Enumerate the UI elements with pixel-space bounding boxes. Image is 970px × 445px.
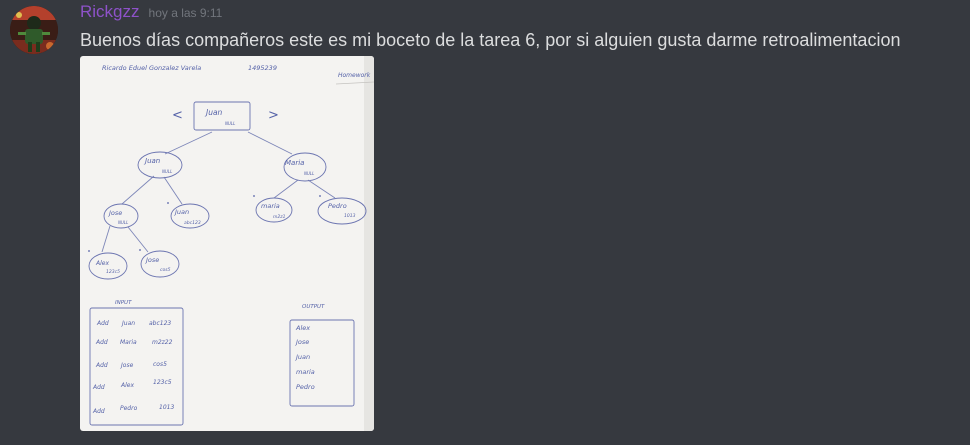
tree-node-right-right-value: 1013: [344, 213, 356, 219]
input-row-cmd: Add: [92, 384, 105, 391]
tree-node-leaf-left: [88, 252, 128, 280]
tree-node-left-value: NULL: [162, 169, 172, 174]
tree-node-leaf-right-name: Jose: [144, 256, 159, 264]
input-row-cmd: Add: [95, 339, 108, 346]
tree-node-right-left-name: maria: [261, 202, 280, 210]
sketch-nav-prev: <: [172, 108, 183, 123]
tree-node-root-name: Juan: [204, 108, 223, 117]
input-row-value: cos5: [153, 361, 167, 368]
sketch-input-box: [89, 307, 184, 426]
tree-node-left: [137, 151, 183, 179]
sketch-header-name: Ricardo Eduel Gonzalez Varela: [102, 64, 201, 72]
tree-node-root-value: NULL: [225, 121, 235, 126]
input-row-name: Pedro: [120, 405, 138, 412]
sketch-output-rows: Alex Jose Juan maria Pedro: [294, 324, 315, 391]
sketch-input-title: INPUT: [115, 300, 132, 306]
tree-node-right-value: NULL: [304, 171, 314, 176]
tree-node-left-right-name: Juan: [173, 208, 189, 216]
input-row-cmd: Add: [92, 408, 105, 415]
tree-node-left-left-value: NULL: [118, 220, 128, 225]
input-row-cmd: Add: [95, 362, 108, 369]
username[interactable]: Rickgzz: [80, 2, 140, 21]
tree-node-right-right-name: Pedro: [328, 202, 347, 210]
output-row: maria: [296, 368, 315, 376]
avatar-image: [10, 6, 58, 54]
input-row-value: 123c5: [153, 379, 172, 386]
tree-node-left-right-value: abc123: [184, 220, 201, 226]
tree-node-leaf-right-value: cos5: [160, 267, 171, 273]
tree-node-right: [283, 152, 327, 182]
sketch-header-id: 1495239: [248, 64, 277, 72]
output-row: Alex: [295, 324, 310, 332]
sketch-output-title: OUTPUT: [302, 304, 325, 310]
input-row-value: abc123: [149, 320, 171, 327]
input-row-cmd: Add: [96, 320, 109, 327]
tree-node-right-right: [317, 197, 367, 225]
tree-node-right-left-value: m2z1: [273, 214, 286, 220]
sketch-input-rows: Add Juan abc123 Add Maria m2z22 Add Jose…: [92, 320, 174, 415]
input-row-name: Jose: [120, 362, 134, 369]
output-row: Pedro: [296, 383, 315, 391]
tree-node-right-name: Maria: [285, 159, 304, 167]
tree-node-leaf-right: [140, 250, 180, 278]
message-content: Buenos días compañeros este es mi boceto…: [80, 30, 901, 50]
input-row-name: Alex: [120, 382, 134, 389]
tree-node-left-right: [170, 203, 210, 229]
user-avatar[interactable]: [10, 6, 58, 54]
sketch-output-box: [289, 319, 355, 407]
image-attachment[interactable]: Ricardo Eduel Gonzalez Varela 1495239 Ho…: [80, 56, 374, 431]
tree-node-root: [193, 101, 251, 131]
output-row: Jose: [294, 338, 309, 346]
tree-node-left-name: Juan: [143, 157, 160, 165]
message-header: Rickgzz hoy a las 9:11: [80, 2, 222, 24]
input-row-value: m2z22: [152, 339, 173, 346]
tree-node-left-left-name: Jose: [107, 209, 122, 217]
sketch-photo: Ricardo Eduel Gonzalez Varela 1495239 Ho…: [80, 56, 374, 431]
input-row-value: 1013: [159, 404, 174, 411]
output-row: Juan: [294, 353, 310, 361]
tree-node-leaf-left-value: 123c5: [106, 269, 120, 275]
tree-node-leaf-left-name: Alex: [95, 260, 109, 267]
input-row-name: Juan: [121, 320, 135, 327]
tree-node-left-left: [103, 203, 139, 229]
tree-node-right-left: [255, 197, 293, 223]
input-row-name: Maria: [120, 339, 137, 346]
timestamp[interactable]: hoy a las 9:11: [148, 6, 223, 20]
sketch-nav-next: >: [268, 108, 279, 123]
sketch-homework-label: Homework: [338, 72, 371, 79]
